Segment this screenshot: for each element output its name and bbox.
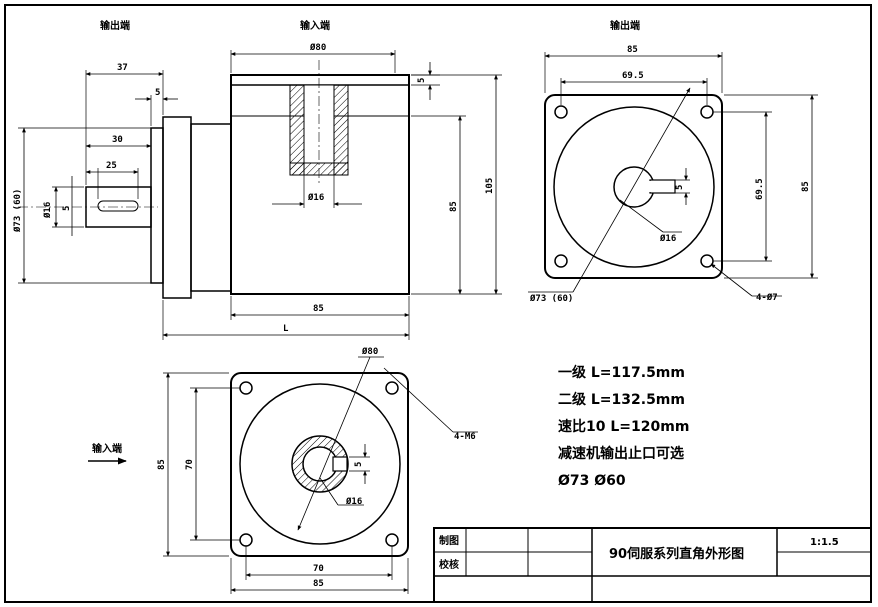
flange-hole-tl	[239, 381, 253, 395]
dim-5-right: 5	[417, 78, 427, 83]
end-view-label: 输出端	[610, 19, 640, 32]
input-bore-hatch-right	[333, 84, 349, 176]
note-line-1: 一级 L=117.5mm	[558, 364, 685, 381]
side-input-label: 输入端	[300, 19, 330, 32]
side-view: 输出端 输入端 37 5 30	[12, 19, 502, 340]
output-spigot	[150, 127, 164, 284]
input-bore-hatch-left	[289, 84, 305, 176]
end-shaft-key	[649, 179, 676, 194]
end-hole-bl	[554, 254, 568, 268]
title-block-drawn-label: 制图	[439, 534, 459, 547]
flange-view: 输入端 Ø80 4-M6 85 70 5	[88, 346, 478, 594]
dim-30: 30	[112, 135, 123, 145]
title-block-title: 90伺服系列直角外形图	[609, 546, 744, 562]
dim-end-5-key: 5	[675, 185, 685, 190]
dim-25: 25	[106, 161, 117, 171]
title-block: 制图 校核 90伺服系列直角外形图 1:1.5	[433, 527, 872, 603]
dim-flange-70-bottom: 70	[313, 564, 324, 574]
notes-block: 一级 L=117.5mm 二级 L=132.5mm 速比10 L=120mm 减…	[558, 364, 689, 489]
dim-end-69-5-right: 69.5	[755, 178, 765, 200]
dim-105: 105	[485, 178, 495, 194]
shaft-keyway	[97, 200, 139, 212]
flange-bore-circle	[302, 446, 338, 482]
dim-flange-70-left: 70	[185, 459, 195, 470]
dim-end-69-5-top: 69.5	[622, 71, 644, 81]
dim-85-bottom: 85	[313, 304, 324, 314]
dim-5-top: 5	[155, 88, 160, 98]
dim-L: L	[283, 324, 289, 334]
dim-end-85-top: 85	[627, 45, 638, 55]
dim-37: 37	[117, 63, 128, 73]
end-hole-br	[700, 254, 714, 268]
note-line-4: 减速机输出止口可选	[558, 445, 684, 462]
note-line-5: Ø73 Ø60	[558, 473, 626, 489]
flange-hole-bl	[239, 533, 253, 547]
dim-flange-5-key: 5	[354, 462, 364, 467]
title-block-scale: 1:1.5	[810, 537, 839, 548]
flange-hole-br	[385, 533, 399, 547]
flange-outer-circle	[239, 383, 401, 545]
end-hole-tr	[700, 105, 714, 119]
input-plate	[230, 74, 410, 86]
dim-d16-shaft: Ø16	[42, 202, 53, 219]
gear-housing	[190, 123, 232, 292]
end-square-plate	[544, 94, 723, 279]
flange-view-label: 输入端	[92, 442, 122, 455]
dim-end-d73-60: Ø73 (60)	[529, 293, 573, 304]
note-line-2: 二级 L=132.5mm	[558, 391, 685, 408]
dim-flange-85-left: 85	[157, 459, 167, 470]
title-block-checked-label: 校核	[439, 558, 459, 571]
flange-square-plate	[230, 372, 409, 557]
note-line-3: 速比10 L=120mm	[558, 418, 689, 435]
dim-end-85-right: 85	[801, 181, 811, 192]
dim-end-4-d7: 4-Ø7	[756, 292, 778, 303]
dim-d16-bore: Ø16	[307, 192, 324, 203]
flange-keyway	[332, 456, 348, 472]
output-flange	[162, 116, 192, 299]
dim-end-d16: Ø16	[659, 233, 676, 244]
dim-85-body: 85	[449, 201, 459, 212]
dim-d73-60-side: Ø73 (60)	[12, 189, 23, 233]
end-view: 输出端 85 69.5 5 69.5 85	[528, 19, 818, 304]
drawing-border	[4, 4, 872, 603]
dim-flange-d16: Ø16	[345, 496, 362, 507]
dim-5-key: 5	[62, 206, 72, 211]
dim-flange-4-m6: 4-M6	[454, 432, 476, 442]
end-flange-circle	[553, 106, 715, 268]
dim-flange-85-bottom: 85	[313, 579, 324, 589]
end-hole-tl	[554, 105, 568, 119]
dim-flange-d80: Ø80	[361, 346, 378, 357]
side-output-label: 输出端	[100, 19, 130, 32]
flange-hole-tr	[385, 381, 399, 395]
dim-d80-top: Ø80	[309, 42, 326, 53]
